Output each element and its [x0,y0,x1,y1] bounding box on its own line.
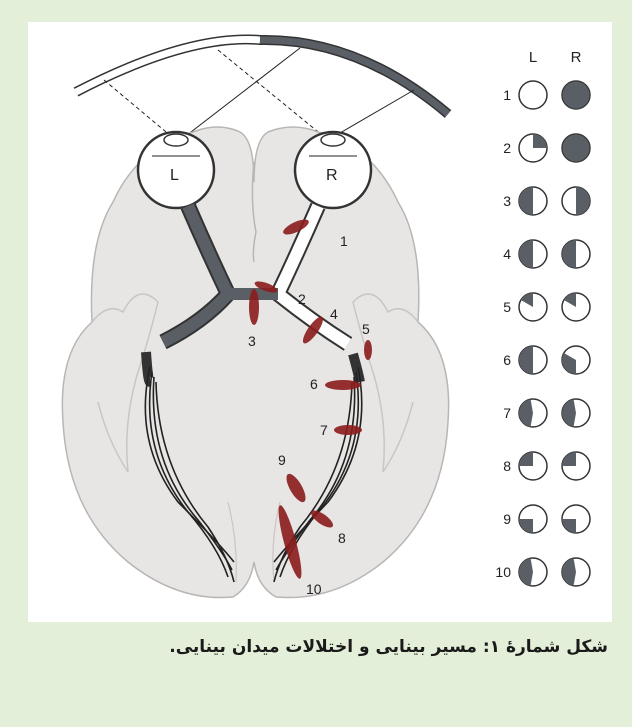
field-right-9 [562,505,590,533]
lesion-label-7: 7 [320,422,328,438]
field-left-1 [519,81,547,109]
field-left-10 [519,558,547,586]
field-left-9 [519,505,547,533]
field-row-label: 10 [495,564,511,580]
lesion-label-2: 2 [298,291,306,307]
field-left-3 [519,187,547,215]
right-eye: R [295,132,371,208]
field-right-3 [562,187,590,215]
field-right-6 [562,346,590,374]
lesion-label-8: 8 [338,530,346,546]
lesion-3 [249,289,259,325]
lesion-label-6: 6 [310,376,318,392]
field-row-label: 9 [503,511,511,527]
figure-caption: شکل شمارۀ ۱: مسیر بینایی و اختلالات میدا… [24,637,608,657]
left-eye-label: L [170,167,179,184]
lesion-label-10: 10 [306,581,322,597]
field-row-label: 3 [503,193,511,209]
field-left-2 [519,134,547,162]
field-row-label: 4 [503,246,511,262]
field-right-10 [562,558,590,586]
lesion-label-5: 5 [362,321,370,337]
field-right-2 [562,134,590,162]
lesion-label-3: 3 [248,333,256,349]
field-row-label: 6 [503,352,511,368]
lesion-5 [364,340,372,360]
field-left-8 [519,452,547,480]
field-row-label: 5 [503,299,511,315]
lesion-label-1: 1 [340,233,348,249]
field-left-6 [519,346,547,374]
visual-pathway-diagram: L R [28,22,612,622]
lesion-label-4: 4 [330,306,338,322]
lesion-label-9: 9 [278,452,286,468]
field-left-5 [519,293,547,321]
left-eye: L [138,132,214,208]
field-right-4 [562,240,590,268]
brain-outline [62,127,448,598]
field-row-label: 1 [503,87,511,103]
field-right-8 [562,452,590,480]
field-header-right: R [571,49,582,66]
field-right-1 [562,81,590,109]
right-eye-label: R [326,167,338,184]
field-header-left: L [529,49,537,66]
visual-field-table: L R 1 2 3 4 5 6 7 8 9 10 [495,49,590,586]
field-right-5 [562,293,590,321]
field-left-4 [519,240,547,268]
field-left-7 [519,399,547,427]
lesion-6 [325,380,361,390]
field-row-label: 7 [503,405,511,421]
field-right-7 [562,399,590,427]
lesion-7 [334,425,362,435]
field-row-label: 8 [503,458,511,474]
figure-panel: L R [28,22,612,622]
field-row-label: 2 [503,140,511,156]
